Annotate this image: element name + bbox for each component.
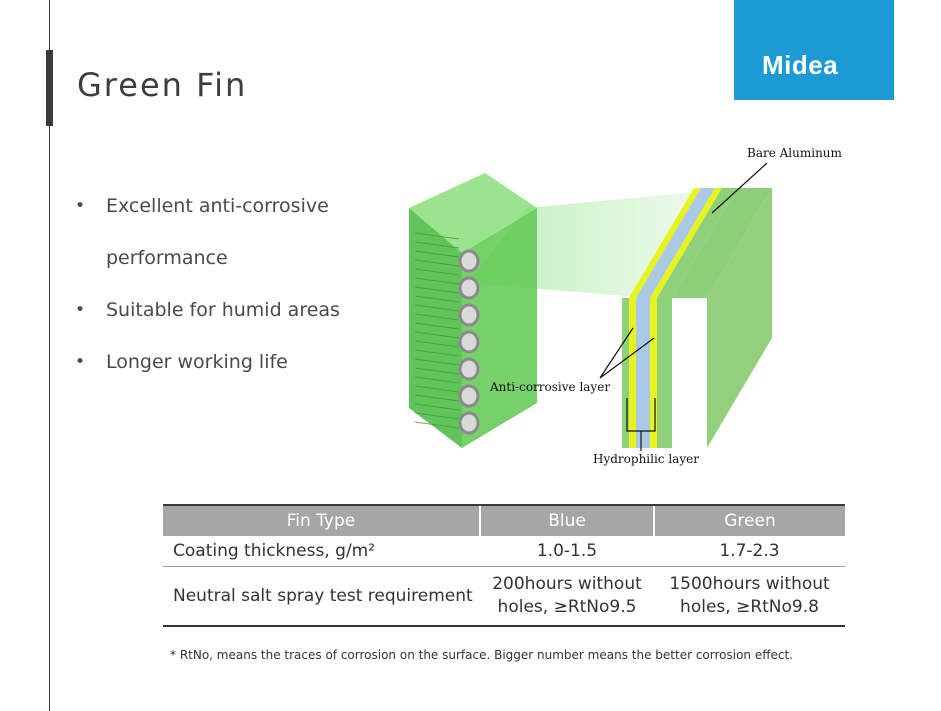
fin-comparison-table: Fin Type Blue Green Coating thickness, g…	[163, 504, 845, 627]
fin-line	[414, 277, 460, 285]
tube-end	[458, 384, 480, 408]
fin-line	[414, 304, 460, 312]
fin-line	[414, 403, 460, 411]
table-header-row: Fin Type Blue Green	[163, 504, 845, 536]
fin-line	[414, 286, 460, 294]
tube-end	[458, 411, 480, 435]
brand-logo-box	[734, 0, 894, 100]
bullet-item: Suitable for humid areas	[75, 284, 341, 336]
cell-green: 1500hours without holes, ≥RtNo9.8	[654, 566, 845, 627]
fin-line	[414, 340, 460, 348]
tube-end	[458, 303, 480, 327]
cell-green: 1.7-2.3	[654, 536, 845, 567]
bullet-item: Excellent anti-corrosive performance	[75, 180, 341, 284]
fin-line	[414, 349, 460, 357]
fin-line	[414, 376, 460, 384]
fin-line	[414, 367, 460, 375]
footnote: * RtNo, means the traces of corrosion on…	[170, 648, 793, 662]
fin-cutaway	[622, 188, 772, 448]
fin-line	[414, 241, 460, 249]
fin-line	[414, 394, 460, 402]
row-label: Neutral salt spray test requirement	[163, 566, 480, 627]
fin-coating-diagram: Bare Aluminum Anti-corrosive layer Hydro…	[409, 146, 843, 466]
fin-line	[414, 250, 460, 258]
tube-end	[458, 357, 480, 381]
fin-line	[414, 322, 460, 330]
callout-lines	[599, 162, 768, 451]
fin-line	[414, 268, 460, 276]
label-hydrophilic: Hydrophilic layer	[593, 452, 699, 466]
header-fin-type: Fin Type	[163, 504, 480, 536]
bullet-list: Excellent anti-corrosive performance Sui…	[75, 180, 341, 388]
label-bare-aluminum: Bare Aluminum	[747, 146, 843, 160]
fin-line	[414, 421, 460, 429]
bullet-item: Longer working life	[75, 336, 341, 388]
left-vertical-rule	[49, 0, 50, 711]
fin-line	[414, 331, 460, 339]
fin-line	[414, 259, 460, 267]
fin-line	[414, 385, 460, 393]
title-accent-bar	[46, 50, 53, 126]
cell-blue: 200hours without holes, ≥RtNo9.5	[480, 566, 654, 627]
table-row: Neutral salt spray test requirement 200h…	[163, 566, 845, 627]
fin-line	[414, 313, 460, 321]
tube-end	[458, 276, 480, 300]
tube-end	[458, 249, 480, 273]
table-row: Coating thickness, g/m² 1.0-1.5 1.7-2.3	[163, 536, 845, 567]
fin-line	[414, 232, 460, 240]
fin-line	[414, 295, 460, 303]
header-blue: Blue	[479, 504, 654, 536]
fin-line	[414, 412, 460, 420]
coil-illustration	[409, 173, 537, 448]
slide-title: Green Fin	[77, 66, 248, 104]
header-green: Green	[653, 504, 845, 536]
tube-end	[458, 330, 480, 354]
row-label: Coating thickness, g/m²	[163, 536, 480, 567]
cell-blue: 1.0-1.5	[480, 536, 654, 567]
fin-line	[414, 358, 460, 366]
label-anti-corrosive: Anti-corrosive layer	[489, 380, 610, 394]
brand-logo: Midea	[762, 50, 839, 80]
